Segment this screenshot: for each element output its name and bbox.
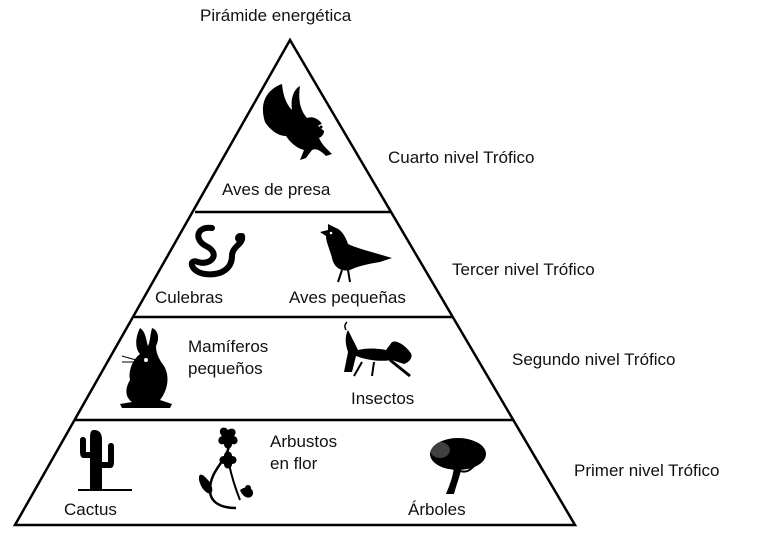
cardinal-bird-icon <box>320 224 392 283</box>
organism-label-insectos: Insectos <box>351 389 415 408</box>
organism-label-arboles: Árboles <box>408 500 466 519</box>
cactus-icon <box>78 430 132 491</box>
level-label-segundo: Segundo nivel Trófico <box>512 350 676 369</box>
tree-icon <box>430 438 486 494</box>
organism-label-arbustos-en-flor: Arbustos en flor <box>270 432 338 473</box>
diagram-title: Pirámide energética <box>200 6 352 25</box>
rabbit-icon <box>120 328 172 408</box>
snake-icon <box>188 224 246 278</box>
organism-label-culebras: Culebras <box>155 288 224 307</box>
organism-label-cactus: Cactus <box>64 500 117 519</box>
level-label-tercer: Tercer nivel Trófico <box>452 260 595 279</box>
organism-label-aves-pequenas: Aves pequeñas <box>289 288 406 307</box>
organism-label-mamiferos-pequenos: Mamíferos pequeños <box>188 337 269 378</box>
bird-of-prey-icon <box>262 84 332 160</box>
grasshopper-icon <box>344 321 412 378</box>
flowering-shrub-icon <box>198 427 254 510</box>
level-label-primer: Primer nivel Trófico <box>574 461 720 480</box>
level-label-cuarto: Cuarto nivel Trófico <box>388 148 535 167</box>
organism-label-aves-de-presa: Aves de presa <box>222 180 331 199</box>
